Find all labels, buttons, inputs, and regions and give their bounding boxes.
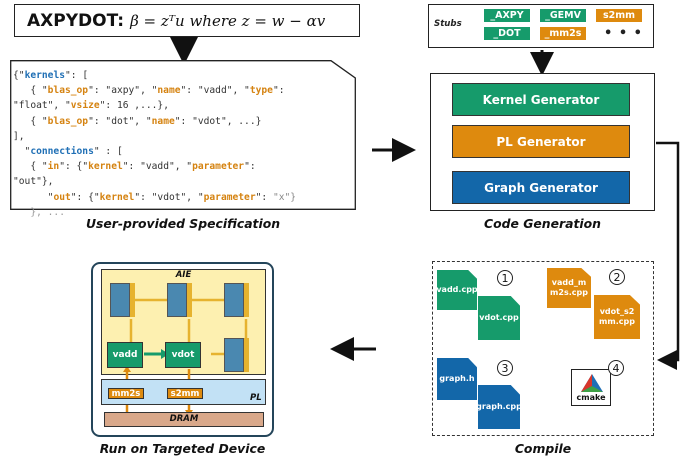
dram-label: DRAM — [169, 414, 199, 424]
code-token: parameter — [192, 161, 245, 173]
code-token: {" — [13, 70, 25, 81]
code-token: ": "vadd", " — [122, 161, 193, 173]
aie-tile-memory — [244, 338, 249, 372]
code-token: " — [13, 191, 54, 203]
cmake-logo-icon — [581, 374, 603, 392]
dram-region — [104, 412, 264, 427]
kernel-vadd: vadd — [107, 342, 143, 368]
code-token: ": "dot", " — [88, 115, 152, 127]
aie-label: AIE — [175, 270, 192, 280]
code-token: { " — [13, 85, 48, 97]
code-line: "out"}, — [13, 174, 352, 189]
cmake-label: cmake — [576, 393, 606, 402]
stub-mm2s: _mm2s — [540, 27, 586, 40]
code-token: "x"} — [272, 191, 297, 203]
code-token: connections — [30, 146, 94, 158]
title-name: AXPYDOT: — [27, 10, 125, 31]
code-token: "float", " — [13, 100, 71, 112]
code-line: { "in": {"kernel": "vadd", "parameter": — [13, 159, 352, 174]
code-token: kernel — [88, 161, 123, 173]
code-token: ": {" — [59, 161, 89, 173]
code-line: ], — [13, 129, 352, 144]
aie-tile — [110, 283, 130, 317]
code-token: kernel — [99, 191, 135, 203]
code-line: "float", "vsize": 16 ,...}, — [13, 98, 352, 113]
code-token: ": "axpy", " — [88, 85, 158, 97]
code-token: vsize — [70, 100, 100, 112]
specification-code: {"kernels": [ { "blas_op": "axpy", "name… — [13, 68, 352, 220]
code-token: ": — [255, 191, 273, 203]
code-token: ": 16 ,...}, — [99, 100, 169, 112]
code-token: ": "vdot", ...} — [174, 115, 262, 127]
pl-s2mm: s2mm — [167, 388, 203, 399]
aie-tile — [167, 283, 187, 317]
file-vdot-cpp: vdot.cpp — [478, 296, 520, 340]
aie-tile — [224, 338, 244, 372]
aie-tile-memory — [130, 283, 135, 317]
stub-s2mm: s2mm — [596, 9, 642, 22]
specification-panel: {"kernels": [ { "blas_op": "axpy", "name… — [10, 60, 356, 218]
device-caption: Run on Targeted Device — [99, 441, 266, 456]
code-token: " : [ — [93, 146, 123, 158]
step-number-1: 1 — [497, 270, 513, 286]
pl-generator: PL Generator — [452, 125, 630, 158]
cmake-file: cmake — [571, 369, 611, 406]
aie-tile-memory — [187, 283, 192, 317]
stubs-label: Stubs — [434, 19, 462, 29]
step-number-2: 2 — [609, 269, 625, 285]
code-line: { "blas_op": "dot", "name": "vdot", ...} — [13, 114, 352, 129]
codegen-caption: Code Generation — [484, 216, 601, 231]
code-token: "out"}, — [13, 176, 54, 188]
code-token: kernels — [24, 70, 65, 81]
step-number-4: 4 — [608, 360, 624, 376]
code-token: name — [151, 115, 175, 127]
kernel-generator: Kernel Generator — [452, 83, 630, 116]
code-token: name — [157, 85, 181, 97]
aie-tile-memory — [244, 283, 249, 317]
compile-caption: Compile — [514, 441, 572, 456]
stub-gemv: _GEMV — [540, 9, 586, 22]
title-formula: β = zᵀu where z = w − αv — [130, 11, 326, 30]
code-token: out — [53, 191, 71, 203]
file-vadd-mm2s-cpp: vadd_m m2s.cpp — [547, 268, 591, 308]
aie-tile — [224, 283, 244, 317]
code-token: ": "vdot", " — [134, 191, 204, 203]
code-token: ": [ — [65, 70, 89, 81]
code-token: { " — [13, 115, 48, 127]
arrow-codegen-to-compile — [656, 141, 680, 370]
code-token: ": {" — [70, 191, 100, 203]
code-token: " — [13, 146, 31, 158]
code-line: {"kernels": [ — [13, 68, 352, 83]
code-token: { " — [13, 161, 48, 173]
file-vadd-cpp: vadd.cpp — [437, 270, 477, 310]
stub-dot: _DOT — [484, 27, 530, 40]
file-vdot-s2mm-cpp: vdot_s2 mm.cpp — [594, 295, 640, 339]
code-token: type — [249, 85, 273, 97]
code-token: ], — [13, 130, 25, 142]
code-token: in — [47, 161, 60, 173]
pl-mm2s: mm2s — [108, 388, 144, 399]
spec-caption: User-provided Specification — [85, 216, 281, 231]
code-token: blas_op — [47, 115, 89, 127]
graph-generator: Graph Generator — [452, 171, 630, 204]
step-number-3: 3 — [497, 360, 513, 376]
kernel-vdot: vdot — [165, 342, 201, 368]
code-line: "connections" : [ — [13, 144, 352, 159]
file-graph-cpp: graph.cpp — [478, 385, 520, 429]
code-token: }, ... — [13, 206, 65, 218]
code-line: "out": {"kernel": "vdot", "parameter": "… — [13, 190, 352, 205]
code-line: { "blas_op": "axpy", "name": "vadd", "ty… — [13, 83, 352, 98]
code-token: ": "vadd", " — [180, 85, 250, 97]
file-graph-h: graph.h — [437, 358, 477, 400]
code-token: ": — [244, 161, 256, 173]
code-token: ": — [272, 85, 285, 97]
code-token: parameter — [203, 191, 256, 203]
code-line: }, ... — [13, 205, 352, 220]
stubs-more: • • • — [604, 26, 643, 41]
stub-axpy: _AXPY — [484, 9, 530, 22]
pl-label: PL — [250, 393, 262, 403]
code-token: blas_op — [47, 85, 89, 97]
problem-title: AXPYDOT: β = zᵀu where z = w − αv — [14, 4, 360, 37]
